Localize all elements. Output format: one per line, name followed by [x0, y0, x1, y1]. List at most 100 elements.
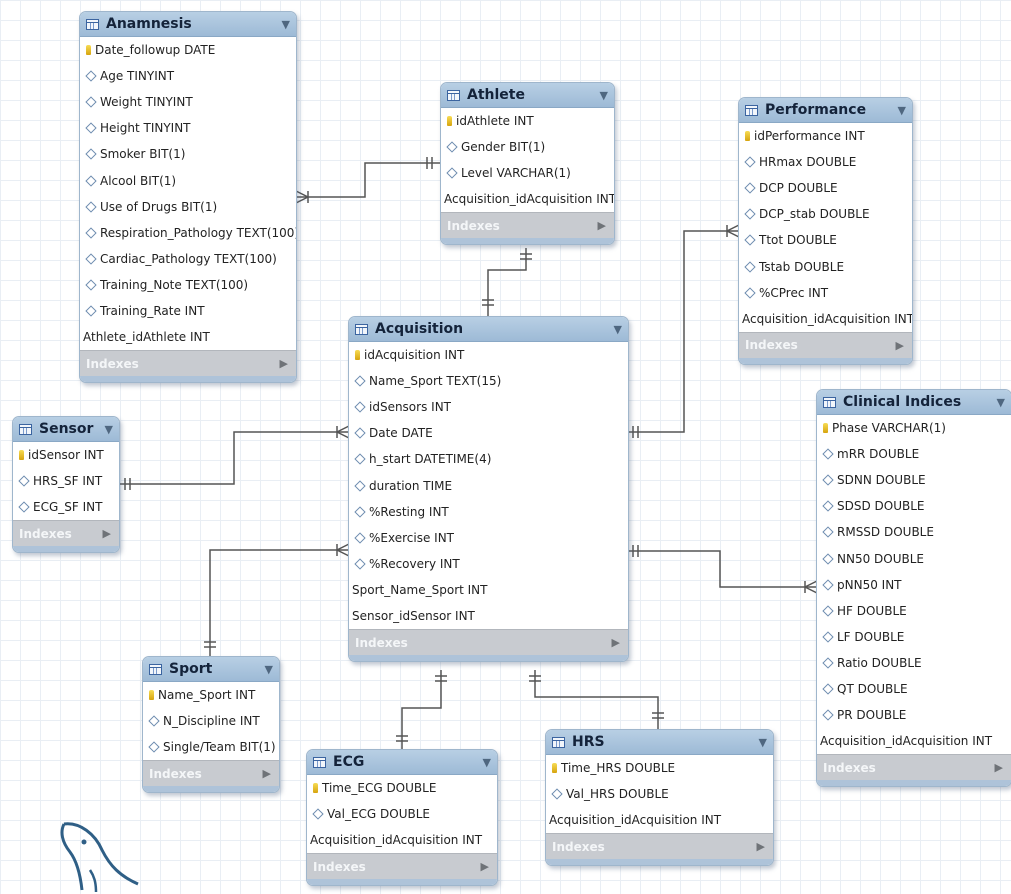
column-row[interactable]: pNN50 INT: [817, 572, 1011, 598]
table-header[interactable]: Anamnesis▼: [80, 12, 296, 37]
chevron-down-icon[interactable]: ▼: [996, 395, 1005, 409]
column-row[interactable]: mRR DOUBLE: [817, 441, 1011, 467]
column-row[interactable]: %Recovery INT: [349, 551, 628, 577]
indexes-bar[interactable]: Indexes▶: [349, 629, 628, 656]
column-row[interactable]: Val_ECG DOUBLE: [307, 801, 497, 827]
column-row[interactable]: Time_HRS DOUBLE: [546, 755, 773, 781]
column-row[interactable]: Acquisition_idAcquisition INT: [739, 306, 912, 332]
table-header[interactable]: HRS▼: [546, 730, 773, 755]
column-row[interactable]: Training_Note TEXT(100): [80, 272, 296, 298]
arrow-right-icon[interactable]: ▶: [279, 357, 288, 371]
chevron-down-icon[interactable]: ▼: [281, 17, 290, 31]
column-row[interactable]: Age TINYINT: [80, 63, 296, 89]
table-header[interactable]: Sport▼: [143, 657, 279, 682]
indexes-bar[interactable]: Indexes▶: [739, 331, 912, 358]
table-header[interactable]: Athlete▼: [441, 83, 614, 108]
column-row[interactable]: Acquisition_idAcquisition INT: [441, 186, 614, 212]
arrow-right-icon[interactable]: ▶: [611, 636, 620, 650]
chevron-down-icon[interactable]: ▼: [758, 735, 767, 749]
column-row[interactable]: SDSD DOUBLE: [817, 493, 1011, 519]
column-row[interactable]: Name_Sport TEXT(15): [349, 368, 628, 394]
arrow-right-icon[interactable]: ▶: [262, 767, 271, 781]
indexes-bar[interactable]: Indexes▶: [80, 350, 296, 377]
column-row[interactable]: h_start DATETIME(4): [349, 446, 628, 472]
column-row[interactable]: Val_HRS DOUBLE: [546, 781, 773, 807]
column-row[interactable]: Acquisition_idAcquisition INT: [817, 728, 1011, 754]
column-row[interactable]: RMSSD DOUBLE: [817, 519, 1011, 545]
column-row[interactable]: SDNN DOUBLE: [817, 467, 1011, 493]
table-clinical-indices[interactable]: Clinical Indices▼Phase VARCHAR(1)mRR DOU…: [816, 389, 1011, 788]
column-row[interactable]: N_Discipline INT: [143, 708, 279, 734]
column-row[interactable]: DCP_stab DOUBLE: [739, 201, 912, 227]
indexes-bar[interactable]: Indexes▶: [441, 212, 614, 239]
arrow-right-icon[interactable]: ▶: [756, 840, 765, 854]
arrow-right-icon[interactable]: ▶: [597, 219, 606, 233]
column-row[interactable]: Date DATE: [349, 420, 628, 446]
indexes-bar[interactable]: Indexes▶: [546, 833, 773, 860]
column-row[interactable]: Athlete_idAthlete INT: [80, 324, 296, 350]
table-header[interactable]: Acquisition▼: [349, 317, 628, 342]
column-row[interactable]: Gender BIT(1): [441, 134, 614, 160]
chevron-down-icon[interactable]: ▼: [264, 662, 273, 676]
table-header[interactable]: Sensor▼: [13, 417, 119, 442]
chevron-down-icon[interactable]: ▼: [613, 322, 622, 336]
column-row[interactable]: Smoker BIT(1): [80, 141, 296, 167]
arrow-right-icon[interactable]: ▶: [895, 338, 904, 352]
column-row[interactable]: Acquisition_idAcquisition INT: [546, 807, 773, 833]
column-row[interactable]: PR DOUBLE: [817, 702, 1011, 728]
column-row[interactable]: idAcquisition INT: [349, 342, 628, 368]
column-row[interactable]: idPerformance INT: [739, 123, 912, 149]
indexes-bar[interactable]: Indexes▶: [817, 754, 1011, 781]
column-row[interactable]: idSensor INT: [13, 442, 119, 468]
arrow-right-icon[interactable]: ▶: [102, 527, 111, 541]
column-row[interactable]: HF DOUBLE: [817, 598, 1011, 624]
column-row[interactable]: Acquisition_idAcquisition INT: [307, 827, 497, 853]
indexes-bar[interactable]: Indexes▶: [143, 760, 279, 787]
chevron-down-icon[interactable]: ▼: [482, 755, 491, 769]
arrow-right-icon[interactable]: ▶: [994, 761, 1003, 775]
column-row[interactable]: %Exercise INT: [349, 525, 628, 551]
indexes-bar[interactable]: Indexes▶: [307, 853, 497, 880]
column-row[interactable]: Alcool BIT(1): [80, 167, 296, 193]
column-row[interactable]: HRmax DOUBLE: [739, 149, 912, 175]
column-row[interactable]: %Resting INT: [349, 499, 628, 525]
column-row[interactable]: DCP DOUBLE: [739, 175, 912, 201]
column-row[interactable]: ECG_SF INT: [13, 494, 119, 520]
column-row[interactable]: LF DOUBLE: [817, 624, 1011, 650]
column-row[interactable]: Weight TINYINT: [80, 89, 296, 115]
column-row[interactable]: Training_Rate INT: [80, 298, 296, 324]
table-header[interactable]: Clinical Indices▼: [817, 390, 1011, 415]
column-row[interactable]: Level VARCHAR(1): [441, 160, 614, 186]
column-row[interactable]: Height TINYINT: [80, 115, 296, 141]
table-header[interactable]: Performance▼: [739, 98, 912, 123]
column-row[interactable]: Cardiac_Pathology TEXT(100): [80, 246, 296, 272]
table-header[interactable]: ECG▼: [307, 750, 497, 775]
arrow-right-icon[interactable]: ▶: [480, 860, 489, 874]
chevron-down-icon[interactable]: ▼: [897, 103, 906, 117]
column-row[interactable]: Tstab DOUBLE: [739, 253, 912, 279]
column-row[interactable]: NN50 DOUBLE: [817, 545, 1011, 571]
column-row[interactable]: Name_Sport INT: [143, 682, 279, 708]
indexes-bar[interactable]: Indexes▶: [13, 520, 119, 547]
column-row[interactable]: Date_followup DATE: [80, 37, 296, 63]
column-row[interactable]: Sensor_idSensor INT: [349, 603, 628, 629]
column-row[interactable]: idSensors INT: [349, 394, 628, 420]
column-row[interactable]: Sport_Name_Sport INT: [349, 577, 628, 603]
column-row[interactable]: Ttot DOUBLE: [739, 227, 912, 253]
column-row[interactable]: Ratio DOUBLE: [817, 650, 1011, 676]
column-row[interactable]: Phase VARCHAR(1): [817, 415, 1011, 441]
column-row[interactable]: idAthlete INT: [441, 108, 614, 134]
column-row[interactable]: Time_ECG DOUBLE: [307, 775, 497, 801]
column-row[interactable]: %CPrec INT: [739, 280, 912, 306]
column-row[interactable]: Use of Drugs BIT(1): [80, 194, 296, 220]
column-row[interactable]: Single/Team BIT(1): [143, 734, 279, 760]
column-row[interactable]: duration TIME: [349, 472, 628, 498]
column-row[interactable]: HRS_SF INT: [13, 468, 119, 494]
